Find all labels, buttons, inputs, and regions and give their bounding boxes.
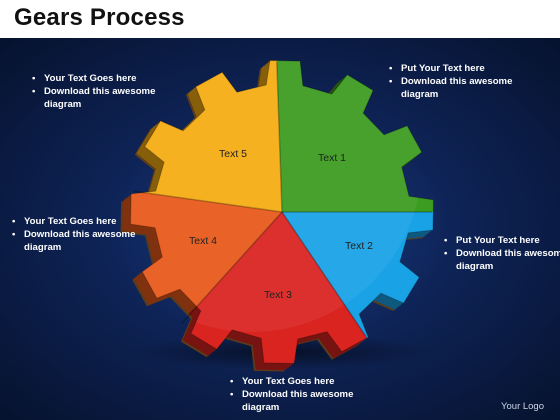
note-bottom: Your Text Goes here Download this awesom…: [226, 375, 392, 414]
segment-label-text4: Text 4: [189, 235, 217, 247]
gear-segment-text3: [134, 212, 405, 364]
note-mid-left: Your Text Goes here Download this awesom…: [8, 215, 144, 254]
note-bullet: Put Your Text here: [444, 234, 560, 247]
segment-seam: [181, 211, 283, 325]
note-bullet: Your Text Goes here: [32, 72, 194, 85]
gear-outline: [129, 59, 435, 365]
header-bar: Gears Process: [0, 0, 560, 38]
note-mid-right: Put Your Text here Download this awesome…: [440, 234, 560, 273]
note-bullet: Your Text Goes here: [230, 375, 392, 388]
gear-diagram: Text 5 Text 1 Text 2 Text 3 Text 4: [120, 59, 435, 372]
note-top-right: Put Your Text here Download this awesome…: [385, 62, 541, 101]
segment-seam: [276, 62, 283, 213]
logo-placeholder: Your Logo: [501, 401, 544, 412]
segment-label-text2: Text 2: [345, 240, 373, 252]
note-bullet: Download this awesome diagram: [444, 247, 560, 273]
segment-seam: [133, 190, 283, 213]
segment-label-text5: Text 5: [219, 148, 247, 160]
note-bullet: Download this awesome diagram: [32, 85, 194, 111]
gear-segment-text4: [130, 181, 282, 364]
note-bullet: Download this awesome diagram: [389, 75, 541, 101]
note-top-left: Your Text Goes here Download this awesom…: [28, 72, 194, 111]
segment-label-text3: Text 3: [264, 289, 292, 301]
note-bullet: Put Your Text here: [389, 62, 541, 75]
note-bullet: Download this awesome diagram: [230, 388, 392, 414]
slide-canvas: Text 5 Text 1 Text 2 Text 3 Text 4 Your …: [0, 38, 560, 420]
page-title: Gears Process: [14, 4, 185, 31]
note-bullet: Download this awesome diagram: [12, 228, 144, 254]
segment-seam: [281, 211, 367, 337]
segment-seams: [129, 59, 435, 365]
segment-label-text1: Text 1: [318, 152, 346, 164]
note-bullet: Your Text Goes here: [12, 215, 144, 228]
